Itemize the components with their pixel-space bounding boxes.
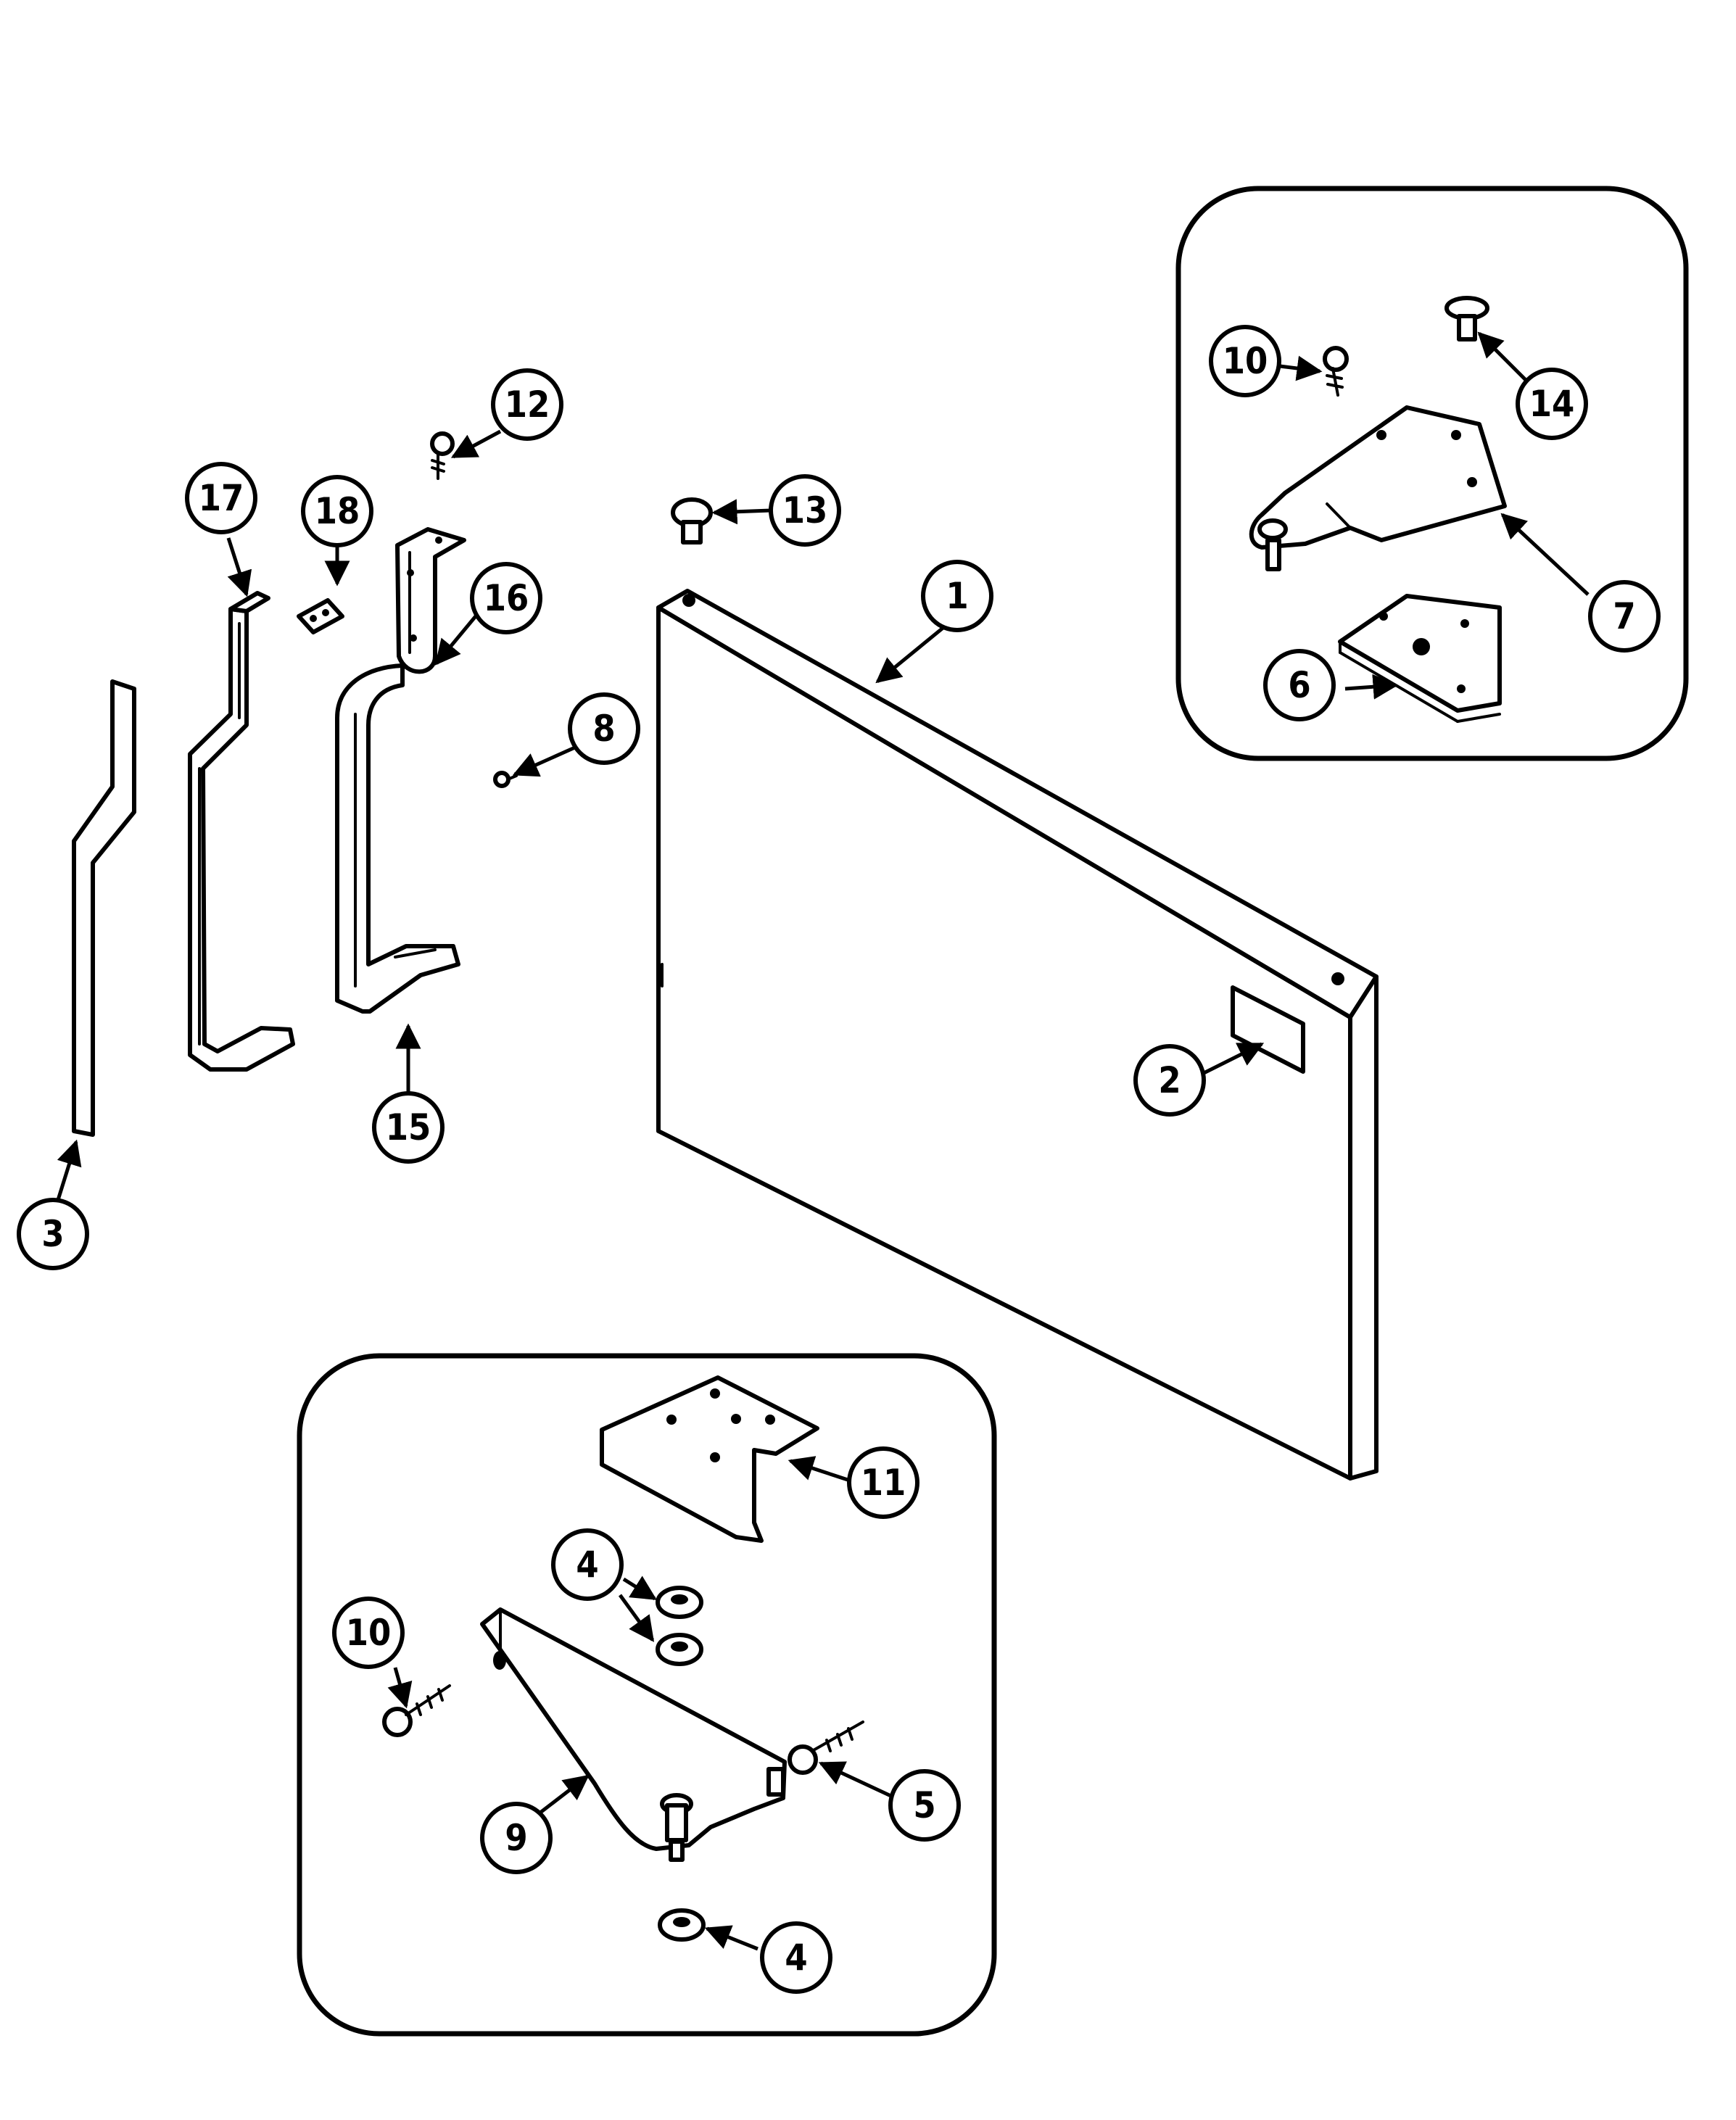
callout-15-label: 15 xyxy=(386,1106,431,1148)
callout-18-label: 18 xyxy=(315,490,360,532)
callout-11: 11 xyxy=(847,1446,919,1519)
callout-14: 14 xyxy=(1516,368,1588,440)
callout-9: 9 xyxy=(480,1802,553,1874)
callout-10-top-label: 10 xyxy=(1223,340,1268,382)
callout-1: 1 xyxy=(921,560,993,632)
handle-clip xyxy=(297,598,344,634)
callout-4-lower: 4 xyxy=(760,1921,832,1994)
plug-13 xyxy=(671,497,713,545)
callout-17-label: 17 xyxy=(199,477,244,519)
callout-17: 17 xyxy=(185,462,257,534)
callout-14-label: 14 xyxy=(1529,383,1575,425)
leader-lines xyxy=(56,331,1590,1951)
callout-13: 13 xyxy=(769,474,841,547)
callout-11-label: 11 xyxy=(861,1462,906,1504)
inset-box-bottom xyxy=(297,1353,997,2037)
callout-3: 3 xyxy=(17,1198,89,1270)
callout-12-label: 12 xyxy=(505,384,550,426)
inset-box-top-right xyxy=(1175,186,1689,761)
callout-16: 16 xyxy=(470,562,542,634)
screw-12 xyxy=(430,431,455,480)
callout-18: 18 xyxy=(301,475,373,547)
washer-4-top xyxy=(656,1586,703,1619)
lower-hinge-9 xyxy=(480,1607,787,1862)
callout-16-label: 16 xyxy=(484,577,529,619)
callout-2: 2 xyxy=(1133,1044,1206,1117)
hinge-bracket-11 xyxy=(600,1375,819,1543)
callout-15: 15 xyxy=(372,1091,445,1164)
upper-handle-bracket xyxy=(395,527,466,674)
screw-10-top xyxy=(1323,346,1349,397)
callout-2-label: 2 xyxy=(1158,1059,1181,1101)
callout-9-label: 9 xyxy=(505,1817,527,1859)
callout-8-label: 8 xyxy=(592,708,615,750)
callout-5-label: 5 xyxy=(913,1784,935,1826)
callout-7-label: 7 xyxy=(1613,595,1635,637)
callout-4-lower-label: 4 xyxy=(785,1937,807,1979)
washer-4-middle xyxy=(656,1633,703,1666)
upper-hinge-7 xyxy=(1249,405,1507,571)
callout-10-bottom: 10 xyxy=(332,1597,405,1669)
screw-8 xyxy=(493,771,518,788)
screw-5 xyxy=(788,1721,864,1775)
callout-5: 5 xyxy=(888,1769,961,1842)
door-label xyxy=(1231,985,1305,1074)
callout-10-top: 10 xyxy=(1209,325,1281,397)
callout-3-label: 3 xyxy=(41,1213,64,1255)
callout-8: 8 xyxy=(568,692,640,765)
hinge-shim-6 xyxy=(1338,594,1502,723)
plug-14 xyxy=(1444,296,1489,341)
gasket-strip xyxy=(72,679,136,1137)
screw-10-bottom xyxy=(382,1684,451,1737)
callout-10-bottom-label: 10 xyxy=(346,1612,392,1654)
callout-6: 6 xyxy=(1263,649,1336,721)
door-panel xyxy=(656,589,1379,1481)
door-handle xyxy=(335,663,460,1014)
callout-4-upper-label: 4 xyxy=(576,1544,598,1586)
callout-1-label: 1 xyxy=(946,575,968,617)
handle-trim-rail xyxy=(188,591,295,1072)
callout-4-upper: 4 xyxy=(551,1528,624,1601)
washer-4-bottom xyxy=(658,1908,706,1942)
callout-13-label: 13 xyxy=(782,489,828,531)
callout-12: 12 xyxy=(491,368,563,441)
callout-7: 7 xyxy=(1588,580,1661,653)
callout-6-label: 6 xyxy=(1288,664,1310,706)
